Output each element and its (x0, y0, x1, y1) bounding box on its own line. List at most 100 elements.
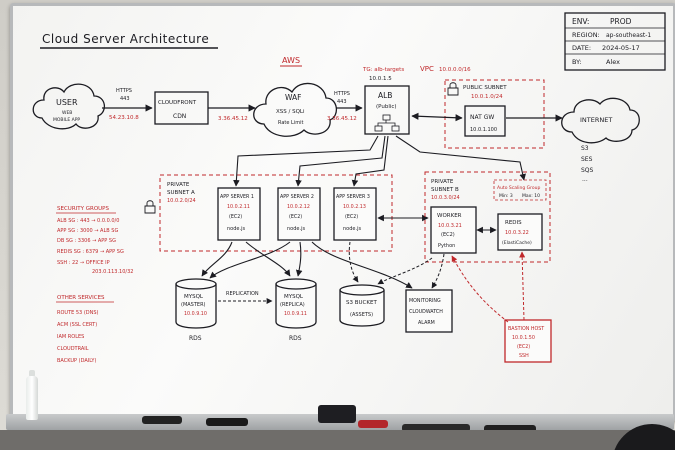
mysql-replica-ip: 10.0.9.11 (284, 311, 307, 317)
tg-label: TG: alb-targets (362, 67, 404, 73)
internet-title: INTERNET (580, 116, 612, 124)
app-server-runtime: node.js (227, 226, 245, 232)
by-key: BY: (572, 58, 581, 66)
edge-app1-mysql-replica (245, 241, 291, 277)
user-sub-web: WEB (62, 110, 72, 116)
waf-cloud: WAF XSS / SQLi Rate Limit (253, 82, 337, 137)
by-value: Alex (606, 58, 620, 66)
cloudfront-sub: CDN (173, 113, 186, 120)
user-cloud: USER WEB MOBILE APP (32, 83, 105, 130)
lock-icon (447, 82, 459, 96)
monitoring-node: MONITORING CLOUDWATCH ALARM (405, 289, 453, 333)
subnet-a-line2: SUBNET A (167, 190, 195, 196)
redis-title: REDIS (505, 220, 522, 226)
waf-sub2: Rate Limit (278, 120, 303, 126)
public-subnet: PUBLIC SUBNET 10.0.1.0/24 (444, 79, 545, 149)
worker-node: WORKER 10.0.3.21 (EC2) Python (430, 206, 477, 254)
security-group-item: SSH : 22 → OFFICE IP (57, 260, 110, 266)
user-label: USER (56, 98, 78, 107)
security-group-item: REDIS SG : 6379 → APP SG (57, 249, 124, 255)
private-subnet-a: PRIVATE SUBNET A 10.0.2.0/24 (144, 174, 393, 252)
monitoring-sub1: CLOUDWATCH (409, 309, 443, 315)
natgw-title: NAT GW (470, 114, 494, 121)
region-value: ap-southeast-1 (606, 32, 651, 39)
edge1-port: 443 (120, 96, 130, 102)
black-marker (142, 416, 182, 424)
edge-alb-app1 (233, 135, 379, 187)
app-server-3: APP SERVER 3 10.0.2.13 (EC2) node.js (333, 187, 377, 241)
worker-runtime: Python (438, 243, 455, 249)
public-subnet-label: PUBLIC SUBNET (463, 85, 507, 91)
edge-alb-natgw (411, 112, 463, 122)
edge-bastion-worker (451, 255, 509, 323)
worker-title: WORKER (437, 213, 462, 219)
security-group-item: ALB SG : 443 → 0.0.0.0/0 (57, 218, 119, 224)
other-service-item: IAM ROLES (57, 334, 84, 340)
mysql-master-role: (MASTER) (181, 302, 206, 308)
lock-icon (144, 200, 156, 214)
mysql-replica-footer: RDS (289, 335, 302, 342)
vpc-cidr: 10.0.0.0/16 (439, 67, 471, 73)
asg-label: Auto Scaling Group (497, 185, 540, 191)
app-server-ip: 10.0.2.12 (287, 204, 310, 210)
internet-cloud: INTERNET S3 SES SQS ... (561, 97, 640, 183)
app-server-title: APP SERVER 1 (220, 194, 254, 200)
edge3-port: 443 (337, 99, 347, 105)
edge1-ip: 54.23.10.8 (109, 115, 139, 121)
mysql-master-footer: RDS (189, 335, 202, 342)
edge-worker-monitoring (431, 253, 445, 289)
red-marker (358, 420, 388, 428)
other-service-item: ROUTE 53 (DNS) (57, 310, 99, 316)
app-server-title: APP SERVER 2 (280, 194, 314, 200)
date-value: 2024-05-17 (602, 44, 640, 52)
mysql-replica-role: (REPLICA) (280, 302, 305, 308)
redis-node: REDIS 10.0.3.22 (ElastiCache) (497, 213, 543, 251)
edge-alb-app2 (295, 135, 386, 187)
mysql-master-title: MYSQL (184, 294, 204, 300)
region-key: REGION: (572, 31, 600, 39)
edge-app-monitoring (311, 241, 413, 289)
other-service-item: ACM (SSL CERT) (57, 322, 97, 328)
edge3-proto: HTTPS (334, 91, 350, 97)
internet-item: SQS (581, 167, 594, 174)
vpc-boundary (430, 74, 431, 75)
edge-worker-s3 (377, 257, 433, 285)
waf-title: WAF (285, 93, 301, 102)
env-info-box: ENV: PROD REGION: ap-southeast-1 DATE: 2… (564, 12, 666, 71)
aws-label: AWS (282, 56, 300, 65)
whiteboard-eraser (318, 405, 356, 423)
edge-alb-worker (395, 135, 526, 181)
env-value: PROD (610, 17, 632, 26)
asg-min: Min: 3 (499, 193, 513, 199)
app-server-ip: 10.0.2.11 (227, 204, 250, 210)
black-marker (206, 418, 248, 426)
internet-item: S3 (581, 145, 589, 152)
bastion-ip: 10.0.1.50 (512, 335, 535, 341)
app-server-runtime: node.js (287, 226, 305, 232)
other-services-list: OTHER SERVICES ROUTE 53 (DNS) ACM (SSL C… (56, 295, 114, 364)
subnet-a-cidr: 10.0.2.0/24 (167, 198, 196, 204)
edge1-proto: HTTPS (116, 88, 132, 94)
other-services-heading: OTHER SERVICES (57, 295, 105, 301)
alb-title: ALB (378, 91, 392, 100)
mysql-master-ip: 10.0.9.10 (184, 311, 207, 317)
cloudfront-title: CLOUDFRONT (158, 100, 197, 106)
waf-sub1: XSS / SQLi (276, 109, 305, 115)
app-server-type: (EC2) (289, 214, 302, 220)
internet-item: SES (581, 156, 593, 163)
internet-item: ... (582, 176, 588, 183)
app-server-1: APP SERVER 1 10.0.2.11 (EC2) node.js (217, 187, 261, 241)
bastion-type: (EC2) (517, 344, 530, 350)
date-key: DATE: (572, 44, 591, 52)
subnet-b-cidr: 10.0.3.0/24 (431, 195, 460, 201)
asg-boundary (493, 179, 547, 201)
s3-title: S3 BUCKET (346, 300, 377, 306)
security-group-extra: 203.0.113.10/32 (92, 269, 133, 275)
cloudfront-node: CLOUDFRONT CDN (154, 91, 209, 125)
edge-alb-app3 (351, 135, 389, 187)
tg-ip: 10.0.1.5 (369, 76, 392, 82)
black-marker (402, 424, 470, 432)
edge-bastion-redis (519, 251, 526, 321)
app-server-2: APP SERVER 2 10.0.2.12 (EC2) node.js (277, 187, 321, 241)
